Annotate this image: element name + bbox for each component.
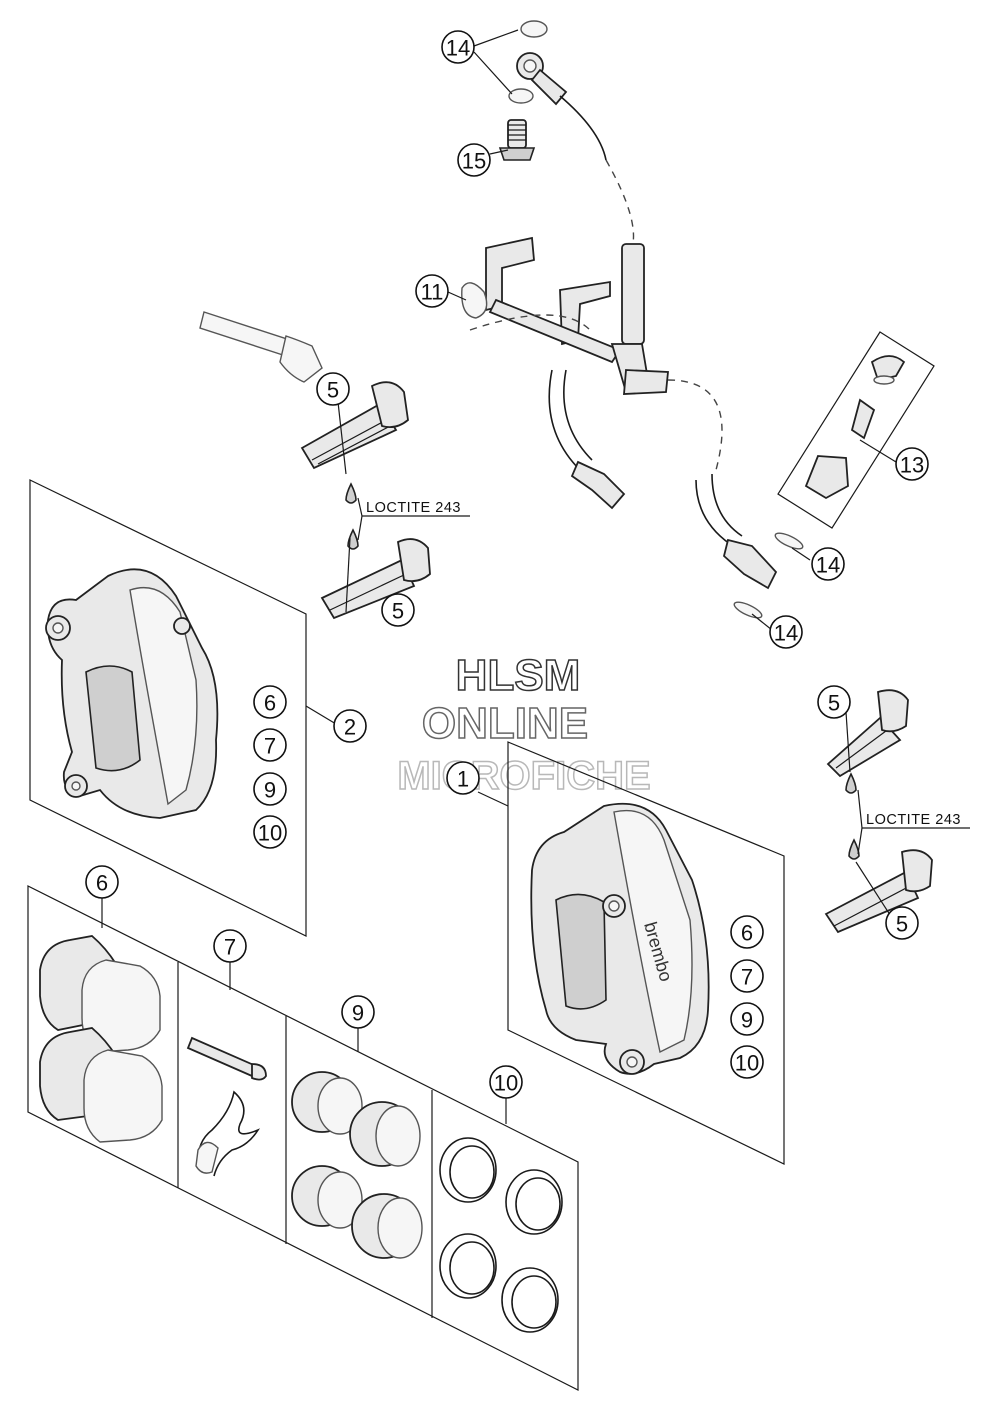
pad-pin-and-clip — [186, 1036, 267, 1177]
washer-top-upper — [520, 20, 548, 38]
svg-text:11: 11 — [421, 280, 444, 305]
washer-top-lower — [508, 88, 534, 104]
watermark-line-1: HLSM — [456, 651, 581, 700]
callout-15: 15 — [457, 143, 491, 177]
caliper-bolt-right-lower — [824, 849, 933, 934]
callout-10-kit: 10 — [489, 1065, 523, 1099]
callout-2: 2 — [333, 709, 367, 743]
hose-left-end-fitting — [570, 460, 626, 510]
bleeder-kit-panel — [777, 331, 935, 529]
hose-right-lower — [695, 479, 731, 545]
callout-9-left: 9 — [253, 772, 287, 806]
watermark-line-3: MICROFICHE — [397, 754, 650, 798]
callout-6-left: 6 — [253, 685, 287, 719]
hose-upper-segment — [559, 95, 607, 161]
loctite-label-top: LOCTITE 243 — [366, 500, 461, 516]
caliper-bolt-ghost — [199, 311, 323, 383]
caliper-left-panel — [29, 479, 337, 937]
svg-text:14: 14 — [774, 621, 798, 646]
piston-seals — [439, 1137, 563, 1333]
hose-left-lower — [548, 369, 581, 471]
svg-text:2: 2 — [344, 715, 356, 740]
banjo-fitting-top — [516, 52, 568, 106]
svg-text:5: 5 — [392, 599, 404, 624]
pistons — [291, 1071, 423, 1259]
callout-7-left: 7 — [253, 728, 287, 762]
callout-10-left: 10 — [253, 815, 287, 849]
svg-text:5: 5 — [327, 378, 339, 403]
callout-5-d: 5 — [885, 906, 919, 940]
svg-text:7: 7 — [264, 734, 276, 759]
kit-panels — [27, 885, 579, 1391]
leader-lines — [337, 29, 897, 919]
loctite-drops — [345, 482, 860, 860]
callout-7-right: 7 — [730, 959, 764, 993]
svg-text:6: 6 — [96, 871, 108, 896]
svg-text:15: 15 — [462, 149, 486, 174]
svg-text:5: 5 — [896, 912, 908, 937]
callout-13: 13 — [895, 447, 929, 481]
svg-text:10: 10 — [494, 1071, 518, 1096]
callout-14-low: 14 — [769, 615, 803, 649]
svg-text:9: 9 — [352, 1001, 364, 1026]
svg-text:14: 14 — [816, 553, 840, 578]
svg-text:10: 10 — [258, 821, 282, 846]
bleeder-screw — [498, 119, 536, 161]
watermark-line-2: ONLINE — [422, 699, 588, 748]
callout-1: 1 — [446, 761, 480, 795]
hose-junction — [610, 243, 669, 395]
svg-text:7: 7 — [224, 935, 236, 960]
hose-left-dashed — [469, 314, 591, 331]
brake-hose-assembly — [461, 20, 804, 619]
hose-bracket — [461, 236, 622, 364]
callout-7-kit: 7 — [213, 929, 247, 963]
loctite-label-right: LOCTITE 243 — [866, 812, 961, 828]
hose-right-end-fitting — [722, 538, 778, 590]
hose-right-dashed — [667, 379, 723, 471]
callout-10-right: 10 — [730, 1045, 764, 1079]
washer-mid — [774, 532, 804, 550]
callout-14-mid: 14 — [811, 547, 845, 581]
caliper-right-panel: brembo — [477, 741, 785, 1165]
brake-pads — [39, 935, 163, 1143]
hose-upper-dashed — [605, 159, 635, 249]
callout-11: 11 — [415, 274, 449, 308]
callout-6-right: 6 — [730, 915, 764, 949]
watermark: HLSM ONLINE MICROFICHE — [397, 650, 652, 799]
svg-text:10: 10 — [735, 1051, 759, 1076]
callout-9-kit: 9 — [341, 995, 375, 1029]
callout-5-b: 5 — [381, 593, 415, 627]
svg-text:6: 6 — [741, 921, 753, 946]
callout-5-c: 5 — [817, 685, 851, 719]
callout-5-a: 5 — [316, 372, 350, 406]
svg-text:5: 5 — [828, 691, 840, 716]
caliper-bolt-upper — [300, 381, 409, 470]
caliper-bolt-right-upper — [826, 689, 909, 778]
svg-text:9: 9 — [264, 778, 276, 803]
callout-14-top: 14 — [441, 30, 475, 64]
svg-text:13: 13 — [900, 453, 924, 478]
svg-text:14: 14 — [446, 36, 470, 61]
caliper-bolt-lower — [320, 538, 431, 620]
svg-text:7: 7 — [741, 965, 753, 990]
callout-6-kit: 6 — [85, 865, 119, 899]
washer-low — [733, 601, 763, 619]
svg-text:9: 9 — [741, 1008, 753, 1033]
svg-text:1: 1 — [457, 767, 469, 792]
callout-9-right: 9 — [730, 1002, 764, 1036]
svg-text:6: 6 — [264, 691, 276, 716]
